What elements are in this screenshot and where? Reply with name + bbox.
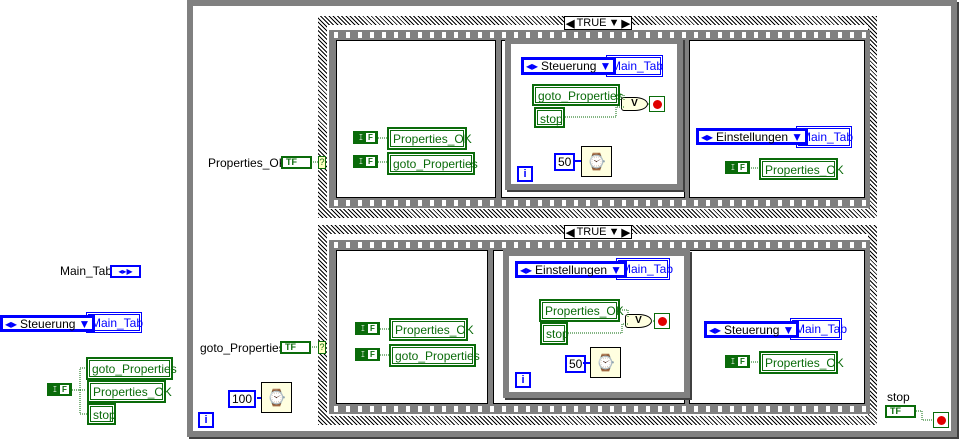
local-text: stop xyxy=(537,110,563,126)
const-value: F xyxy=(366,133,375,142)
main-tab-label: Main_Tab xyxy=(60,264,113,278)
stop-label: stop xyxy=(887,390,910,404)
goto-properties-local[interactable]: goto_Properties xyxy=(389,344,480,367)
local-text: stop xyxy=(90,406,116,422)
enum-value: Einstellungen xyxy=(535,262,608,277)
local-text: goto_Properties xyxy=(390,155,478,172)
main-tab-local[interactable]: Main_Tab xyxy=(86,312,143,333)
wait-ms-icon[interactable]: ⌚ xyxy=(590,347,621,378)
local-text: goto_Properties xyxy=(89,360,177,377)
enum-constant[interactable]: ◂▸Steuerung▼ xyxy=(704,321,800,338)
case-selector-2[interactable]: ◀TRUE▼▶ xyxy=(564,225,632,239)
wait-ms-icon[interactable]: ⌚ xyxy=(581,146,612,177)
iteration-terminal: i xyxy=(198,412,214,428)
case-selector-terminal[interactable]: ? xyxy=(318,341,326,354)
enum-value: Steuerung xyxy=(724,322,780,337)
local-text: Properties_OK xyxy=(762,161,844,177)
local-text: Properties_OK xyxy=(90,383,172,400)
case-selector-1[interactable]: ◀TRUE▼▶ xyxy=(564,16,632,30)
local-text: Properties_OK xyxy=(762,354,844,371)
main-tab-local[interactable]: Main_Tab xyxy=(790,318,847,340)
properties-ok-local[interactable]: Properties_OK xyxy=(389,318,474,341)
local-text: goto_Properties xyxy=(535,87,623,103)
stop-local[interactable]: stop xyxy=(534,107,565,128)
iteration-terminal: i xyxy=(517,166,533,182)
enum-constant[interactable]: ◂▸Steuerung▼ xyxy=(0,315,96,332)
local-text: Properties_OK xyxy=(392,321,474,338)
local-text: Properties_OK xyxy=(542,302,624,319)
wait-50-constant[interactable]: 50 xyxy=(554,153,576,171)
local-text: stop xyxy=(543,325,569,342)
stop-condition-icon[interactable] xyxy=(649,96,665,112)
local-text: goto_Properties xyxy=(392,347,480,364)
case-selector-terminal[interactable]: ? xyxy=(318,156,326,169)
properties-ok-local[interactable]: Properties_OK xyxy=(387,127,472,150)
enum-value: Steuerung xyxy=(541,59,597,73)
main-while-loop[interactable] xyxy=(187,0,957,437)
goto-properties-terminal[interactable]: TF xyxy=(280,341,311,354)
properties-ok-local[interactable]: Properties_OK xyxy=(87,380,172,403)
iteration-terminal: i xyxy=(515,372,531,388)
or-function-icon[interactable]: V xyxy=(621,97,648,111)
wait-ms-icon[interactable]: ⌚ xyxy=(261,382,292,413)
const-value: F xyxy=(368,324,377,333)
enum-value: Steuerung xyxy=(20,316,76,331)
stop-condition-icon[interactable] xyxy=(933,412,949,428)
goto-properties-label: goto_Properties xyxy=(200,341,285,355)
const-value: F xyxy=(738,163,747,172)
inner-while-loop-2[interactable] xyxy=(503,250,690,398)
properties-ok-label: Properties_OK xyxy=(208,156,287,170)
const-value: F xyxy=(738,357,747,366)
properties-ok-local[interactable]: Properties_OK xyxy=(759,158,844,180)
local-text: Properties_OK xyxy=(390,130,472,147)
properties-ok-local[interactable]: Properties_OK xyxy=(539,299,624,322)
const-value: F xyxy=(366,157,375,166)
main-tab-local[interactable]: Main_Tab xyxy=(606,55,663,77)
goto-properties-local[interactable]: goto_Properties xyxy=(387,152,478,175)
enum-constant[interactable]: ◂▸Einstellungen▼ xyxy=(696,128,808,145)
main-tab-local[interactable]: Main_Tab xyxy=(796,126,853,148)
properties-ok-local[interactable]: Properties_OK xyxy=(759,351,844,374)
main-tab-terminal[interactable]: ◂▸▶ xyxy=(110,265,141,278)
goto-properties-local[interactable]: goto_Properties xyxy=(532,84,623,106)
const-value: F xyxy=(368,350,377,359)
wait-50-constant[interactable]: 50 xyxy=(565,355,587,373)
enum-value: Einstellungen xyxy=(716,129,789,144)
local-text: Main_Tab xyxy=(88,314,143,331)
selector-value: TRUE xyxy=(576,226,607,238)
stop-condition-icon[interactable] xyxy=(654,313,670,329)
selector-value: TRUE xyxy=(576,17,607,29)
inner-while-loop-1[interactable] xyxy=(505,38,683,190)
stop-local[interactable]: stop xyxy=(540,322,569,345)
stop-local[interactable]: stop xyxy=(87,403,116,425)
wait-100-constant[interactable]: 100 xyxy=(228,390,257,408)
enum-constant[interactable]: ◂▸Steuerung▼ xyxy=(521,57,617,75)
stop-terminal[interactable]: TF xyxy=(885,405,916,418)
or-function-icon[interactable]: V xyxy=(625,314,652,328)
const-value: F xyxy=(60,385,69,394)
enum-constant[interactable]: ◂▸Einstellungen▼ xyxy=(515,261,627,278)
goto-properties-local[interactable]: goto_Properties xyxy=(86,357,177,380)
properties-ok-terminal[interactable]: TF xyxy=(281,156,312,169)
main-tab-local[interactable]: Main_Tab xyxy=(616,258,673,280)
